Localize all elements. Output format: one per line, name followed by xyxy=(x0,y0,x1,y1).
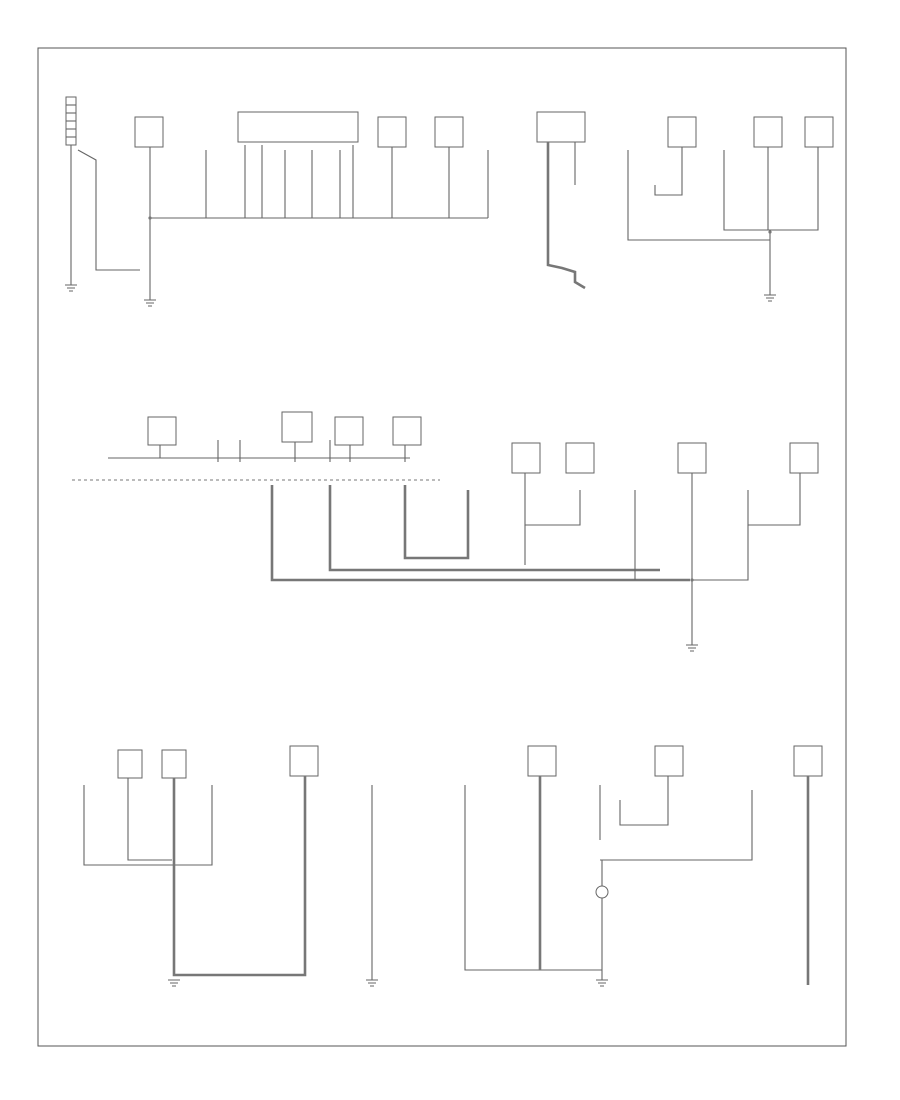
ground-symbol xyxy=(65,284,77,292)
module-box xyxy=(334,416,364,446)
module-box xyxy=(654,745,684,777)
module-box xyxy=(536,111,586,143)
module-box xyxy=(527,745,557,777)
section-middle xyxy=(72,411,819,652)
module-box xyxy=(134,116,164,148)
module-box xyxy=(281,411,313,443)
control-module-box xyxy=(237,111,359,143)
lamp-symbol xyxy=(595,885,609,899)
module-box xyxy=(392,416,422,446)
ground-symbol xyxy=(366,979,378,987)
ground-symbol xyxy=(686,644,698,652)
module-box xyxy=(434,116,464,148)
module-box xyxy=(289,745,319,777)
module-box xyxy=(677,442,707,474)
diagram-border xyxy=(37,47,847,1047)
module-box xyxy=(117,749,143,779)
module-box xyxy=(789,442,819,474)
module-box xyxy=(147,416,177,446)
module-box xyxy=(565,442,595,474)
module-box xyxy=(377,116,407,148)
ground-symbol xyxy=(596,979,608,987)
ground-symbol xyxy=(144,299,156,307)
section-bottom xyxy=(83,745,823,987)
battery-symbol xyxy=(65,96,77,146)
ground-symbol xyxy=(168,979,180,987)
section-top xyxy=(65,96,834,307)
module-box xyxy=(753,116,783,148)
module-box xyxy=(804,116,834,148)
module-box xyxy=(667,116,697,148)
module-box xyxy=(793,745,823,777)
module-box xyxy=(511,442,541,474)
module-box xyxy=(161,749,187,779)
ground-symbol xyxy=(764,294,776,302)
